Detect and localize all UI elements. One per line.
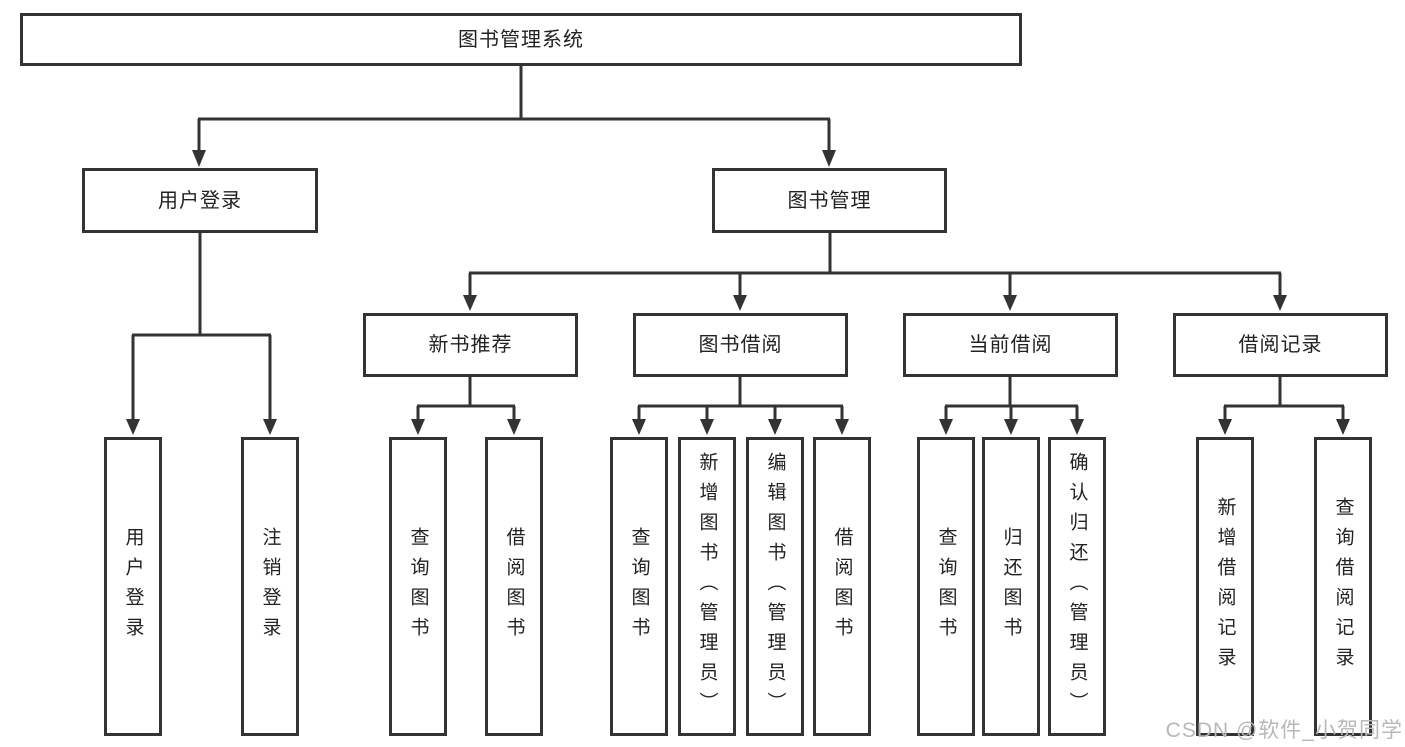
- node-book-management-label: 图书管理: [787, 189, 872, 212]
- leaf-query-books-recommend: 查询图书: [389, 437, 447, 736]
- leaf-confirm-return-admin: 确认归还（管理员）: [1048, 437, 1106, 736]
- node-current-borrow: 当前借阅: [903, 313, 1118, 377]
- connector-lines: [131, 66, 1345, 421]
- leaf-confirm-return-admin-label: 确认归还（管理员）: [1066, 451, 1088, 722]
- leaf-query-borrow-record-label: 查询借阅记录: [1332, 496, 1354, 677]
- node-current-borrow-label: 当前借阅: [968, 334, 1053, 356]
- node-root-label: 图书管理系统: [458, 28, 584, 51]
- leaf-borrow-books-recommend: 借阅图书: [485, 437, 543, 736]
- leaf-query-books-borrow: 查询图书: [610, 437, 668, 736]
- node-book-borrow: 图书借阅: [633, 313, 848, 377]
- leaf-user-login: 用户登录: [104, 437, 162, 736]
- leaf-borrow-books-recommend-label: 借阅图书: [503, 526, 525, 647]
- leaf-user-login-label: 用户登录: [122, 526, 144, 647]
- node-new-book-recommend: 新书推荐: [363, 313, 578, 377]
- leaf-return-books-label: 归还图书: [1000, 526, 1022, 647]
- leaf-query-books-recommend-label: 查询图书: [407, 526, 429, 647]
- watermark: CSDN @软件_小贺同学: [1165, 719, 1403, 742]
- node-book-borrow-label: 图书借阅: [698, 334, 783, 356]
- leaf-query-books-current-label: 查询图书: [935, 526, 957, 647]
- leaf-add-borrow-record-label: 新增借阅记录: [1214, 496, 1236, 677]
- leaf-borrow-books-label: 借阅图书: [831, 526, 853, 647]
- leaf-query-books-borrow-label: 查询图书: [628, 526, 650, 647]
- leaf-logout-label: 注销登录: [259, 526, 281, 647]
- leaf-edit-books-admin: 编辑图书（管理员）: [746, 437, 804, 736]
- node-borrow-records: 借阅记录: [1173, 313, 1388, 377]
- leaf-logout: 注销登录: [241, 437, 299, 736]
- leaf-query-borrow-record: 查询借阅记录: [1314, 437, 1372, 736]
- leaf-return-books: 归还图书: [982, 437, 1040, 736]
- leaf-add-books-admin: 新增图书（管理员）: [678, 437, 736, 736]
- leaf-borrow-books: 借阅图书: [813, 437, 871, 736]
- node-user-login-label: 用户登录: [158, 189, 242, 212]
- leaf-add-borrow-record: 新增借阅记录: [1196, 437, 1254, 736]
- node-borrow-records-label: 借阅记录: [1238, 334, 1323, 356]
- leaf-edit-books-admin-label: 编辑图书（管理员）: [764, 451, 786, 722]
- leaf-add-books-admin-label: 新增图书（管理员）: [696, 451, 718, 722]
- leaf-query-books-current: 查询图书: [917, 437, 975, 736]
- node-root: 图书管理系统: [20, 13, 1022, 66]
- node-user-login: 用户登录: [82, 168, 318, 233]
- node-book-management: 图书管理: [712, 168, 947, 233]
- node-new-book-recommend-label: 新书推荐: [428, 334, 513, 356]
- arrowheads: [126, 150, 1350, 435]
